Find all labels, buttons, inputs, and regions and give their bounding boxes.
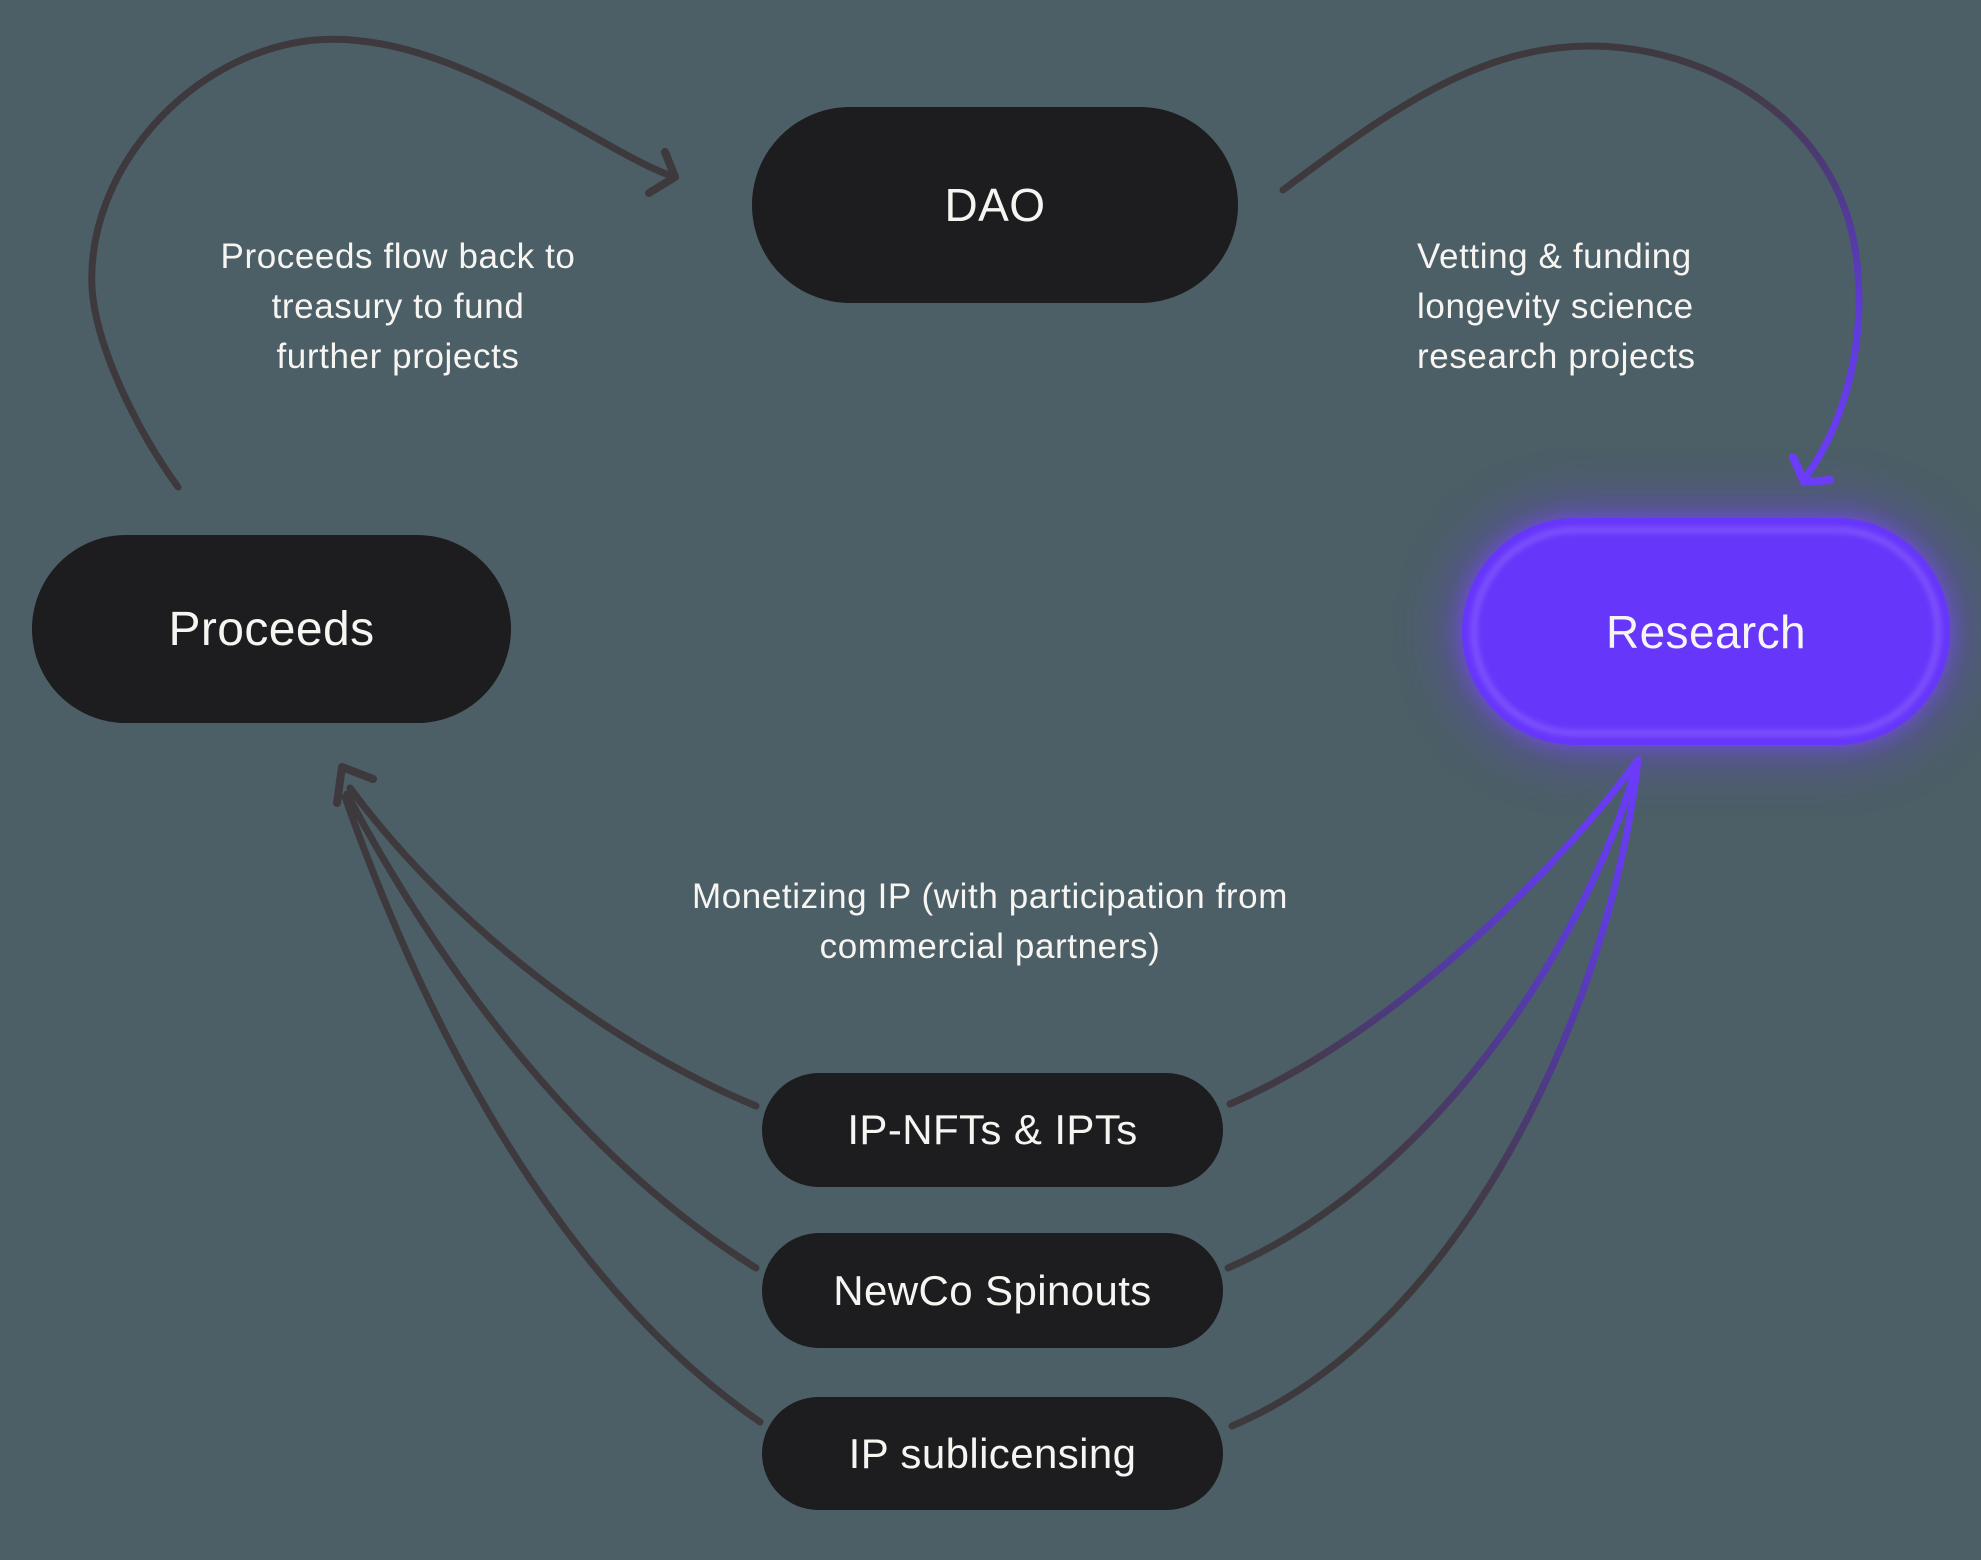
annotation-line: Vetting & funding bbox=[1417, 237, 1692, 276]
node-research: Research bbox=[1462, 518, 1950, 745]
arrow-research-to-newco bbox=[1224, 756, 1642, 1272]
arrow-proceeds-to-dao bbox=[88, 35, 676, 491]
annotation-proceeds-flow: Proceeds flow back to treasury to fund f… bbox=[148, 232, 648, 382]
node-proceeds-label: Proceeds bbox=[168, 602, 375, 656]
annotation-monetizing-ip: Monetizing IP (with participation from c… bbox=[540, 872, 1440, 972]
annotation-line: Monetizing IP (with participation from bbox=[691, 877, 1288, 916]
node-ip-nfts-label: IP-NFTs & IPTs bbox=[847, 1106, 1138, 1153]
node-dao: DAO bbox=[752, 107, 1238, 303]
node-ip-sublicensing: IP sublicensing bbox=[762, 1397, 1223, 1510]
arrowhead-to-proceeds bbox=[333, 763, 377, 807]
node-dao-label: DAO bbox=[944, 179, 1046, 231]
annotation-line: research projects bbox=[1417, 337, 1696, 376]
node-research-label: Research bbox=[1605, 605, 1807, 658]
arrow-research-to-ipnfts bbox=[1226, 756, 1642, 1108]
arrow-dao-to-research bbox=[1279, 42, 1863, 482]
arrow-ipnfts-to-proceeds bbox=[346, 784, 760, 1110]
annotation-line: Proceeds flow back to bbox=[220, 237, 576, 276]
annotation-line: treasury to fund bbox=[271, 287, 525, 326]
annotation-vetting-funding: Vetting & funding longevity science rese… bbox=[1417, 232, 1696, 382]
node-ip-sublicensing-label: IP sublicensing bbox=[848, 1429, 1137, 1477]
arrow-newco-to-proceeds bbox=[343, 790, 760, 1272]
arrowhead-proceeds-to-dao bbox=[645, 148, 679, 197]
node-newco-spinouts-label: NewCo Spinouts bbox=[833, 1266, 1152, 1314]
node-proceeds: Proceeds bbox=[32, 535, 511, 723]
node-ip-nfts: IP-NFTs & IPTs bbox=[762, 1073, 1223, 1187]
arrow-sublicensing-to-proceeds bbox=[341, 793, 764, 1426]
annotation-line: commercial partners) bbox=[819, 927, 1161, 966]
arrow-research-to-sublicensing bbox=[1228, 756, 1642, 1430]
annotation-line: longevity science bbox=[1417, 287, 1694, 326]
annotation-line: further projects bbox=[276, 337, 520, 376]
arrowhead-dao-to-research bbox=[1789, 453, 1834, 486]
node-newco-spinouts: NewCo Spinouts bbox=[762, 1233, 1223, 1348]
